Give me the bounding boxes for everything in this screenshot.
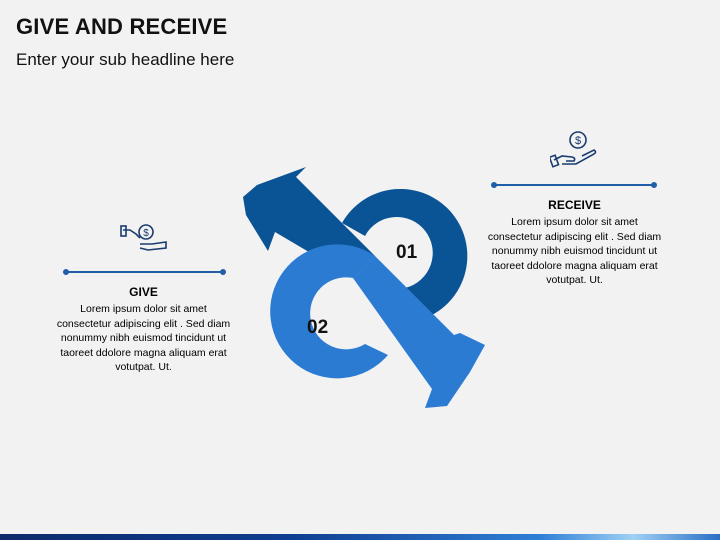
footer-gradient-bar <box>0 534 720 540</box>
hand-receiving-coin-icon: $ <box>550 131 597 168</box>
receive-divider-dot-right <box>651 182 657 188</box>
receive-divider-dot-left <box>491 182 497 188</box>
give-text-block: GIVE Lorem ipsum dolor sit amet consecte… <box>56 285 231 375</box>
arrow-down-right-light <box>353 256 485 408</box>
receive-heading: RECEIVE <box>548 198 601 212</box>
receive-text-block: RECEIVE Lorem ipsum dolor sit amet conse… <box>487 198 662 288</box>
svg-text:$: $ <box>143 228 149 239</box>
receive-description: Lorem ipsum dolor sit amet consectetur a… <box>487 216 662 286</box>
hand-giving-coin-icon: $ <box>120 224 167 251</box>
node-number-02: 02 <box>307 317 329 338</box>
node-number-01: 01 <box>396 242 418 263</box>
give-divider-dot-left <box>63 269 69 275</box>
give-divider-line <box>66 271 223 273</box>
give-divider-dot-right <box>220 269 226 275</box>
give-heading: GIVE <box>129 285 158 299</box>
svg-text:$: $ <box>575 135 581 147</box>
page-subtitle: Enter your sub headline here <box>16 50 235 69</box>
receive-divider-line <box>494 184 654 186</box>
ring-02-light <box>270 244 388 379</box>
give-description: Lorem ipsum dolor sit amet consectetur a… <box>56 303 231 373</box>
ring-01-dark <box>342 188 468 320</box>
page-title: GIVE AND RECEIVE <box>16 14 228 39</box>
